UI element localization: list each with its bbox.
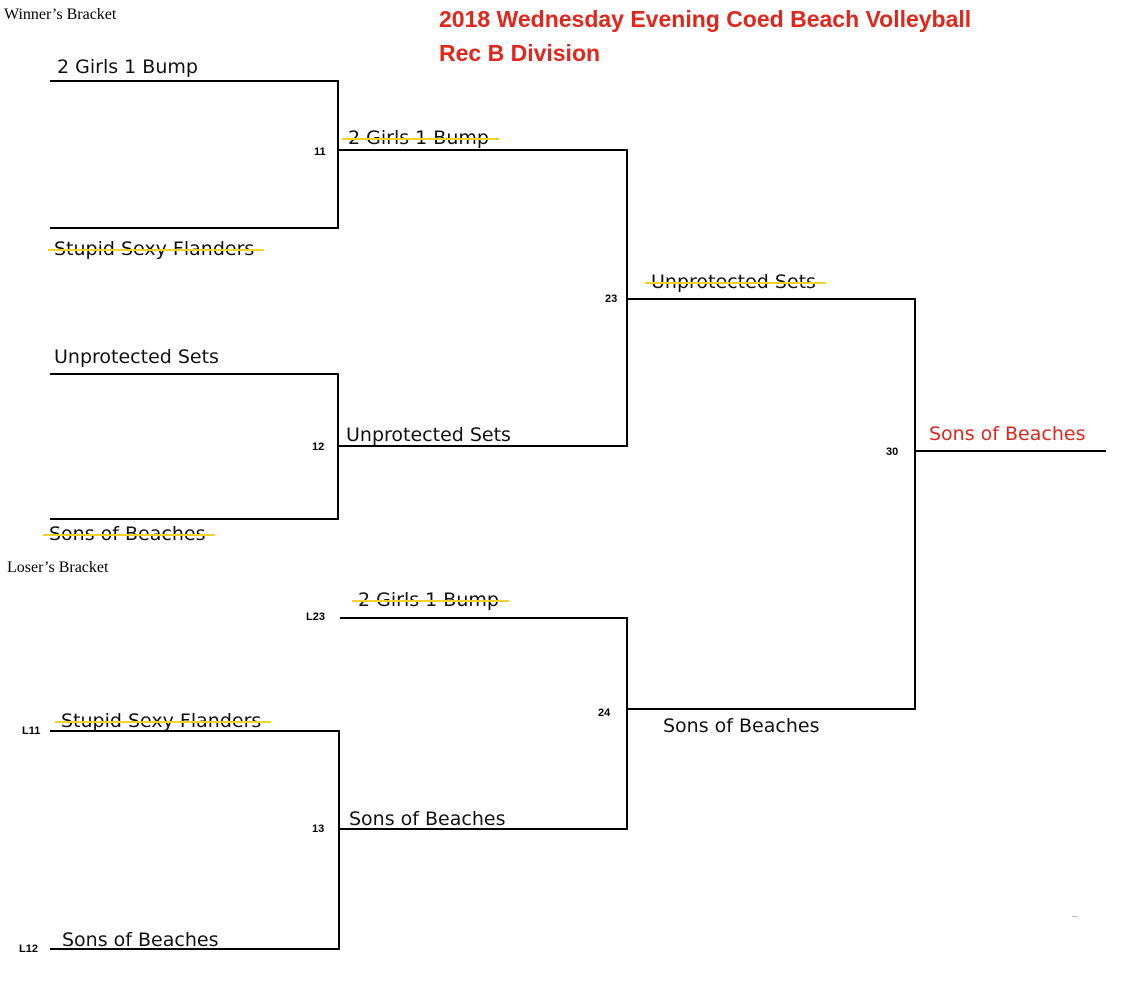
bracket-line	[337, 445, 628, 447]
team-l11: Stupid Sexy Flanders	[54, 710, 272, 732]
team-w2-bottom: Sons of Beaches	[42, 523, 216, 545]
team-g12-winner: Unprotected Sets	[346, 424, 511, 446]
team-l23: 2 Girls 1 Bump	[352, 589, 509, 611]
game-number-30: 30	[886, 446, 899, 458]
game-number-l11: L11	[22, 725, 41, 737]
team-w1-top: 2 Girls 1 Bump	[57, 56, 198, 78]
bracket-line	[626, 708, 916, 710]
bracket-line	[50, 373, 339, 375]
losers-bracket-label: Loser’s Bracket	[7, 559, 109, 576]
bracket-line	[337, 80, 339, 229]
page-title: 2018 Wednesday Evening Coed Beach Volley…	[439, 6, 972, 32]
team-g13-winner: Sons of Beaches	[349, 808, 506, 830]
team-w1-bottom: Stupid Sexy Flanders	[47, 238, 265, 260]
game-number-23: 23	[605, 293, 618, 305]
team-g23-winner: Unprotected Sets	[645, 271, 826, 293]
bracket-line	[337, 149, 628, 151]
bracket-line	[50, 948, 340, 950]
bracket-line	[50, 518, 339, 520]
champion-team: Sons of Beaches	[929, 423, 1086, 445]
game-number-13: 13	[312, 823, 325, 835]
bracket-line	[338, 828, 628, 830]
game-number-24: 24	[598, 707, 611, 719]
team-g24-winner: Sons of Beaches	[663, 715, 820, 737]
bracket-line	[50, 227, 339, 229]
team-g11-winner: 2 Girls 1 Bump	[342, 127, 499, 149]
game-number-11: 11	[314, 146, 326, 158]
game-number-12: 12	[312, 441, 325, 453]
game-number-l12: L12	[19, 943, 38, 955]
team-l12: Sons of Beaches	[62, 929, 219, 951]
bracket-line	[338, 730, 340, 950]
team-w2-top: Unprotected Sets	[54, 346, 219, 368]
bracket-line	[340, 617, 628, 619]
winners-bracket-label: Winner’s Bracket	[4, 6, 117, 23]
bracket-line	[626, 298, 916, 300]
bracket-line	[50, 80, 339, 82]
bracket-line	[50, 730, 340, 732]
page-subtitle: Rec B Division	[439, 40, 601, 66]
game-number-l23: L23	[306, 611, 325, 623]
scan-speck	[1072, 916, 1078, 917]
bracket-line	[914, 450, 1106, 452]
bracket-line	[626, 617, 628, 830]
bracket-line	[914, 298, 916, 710]
